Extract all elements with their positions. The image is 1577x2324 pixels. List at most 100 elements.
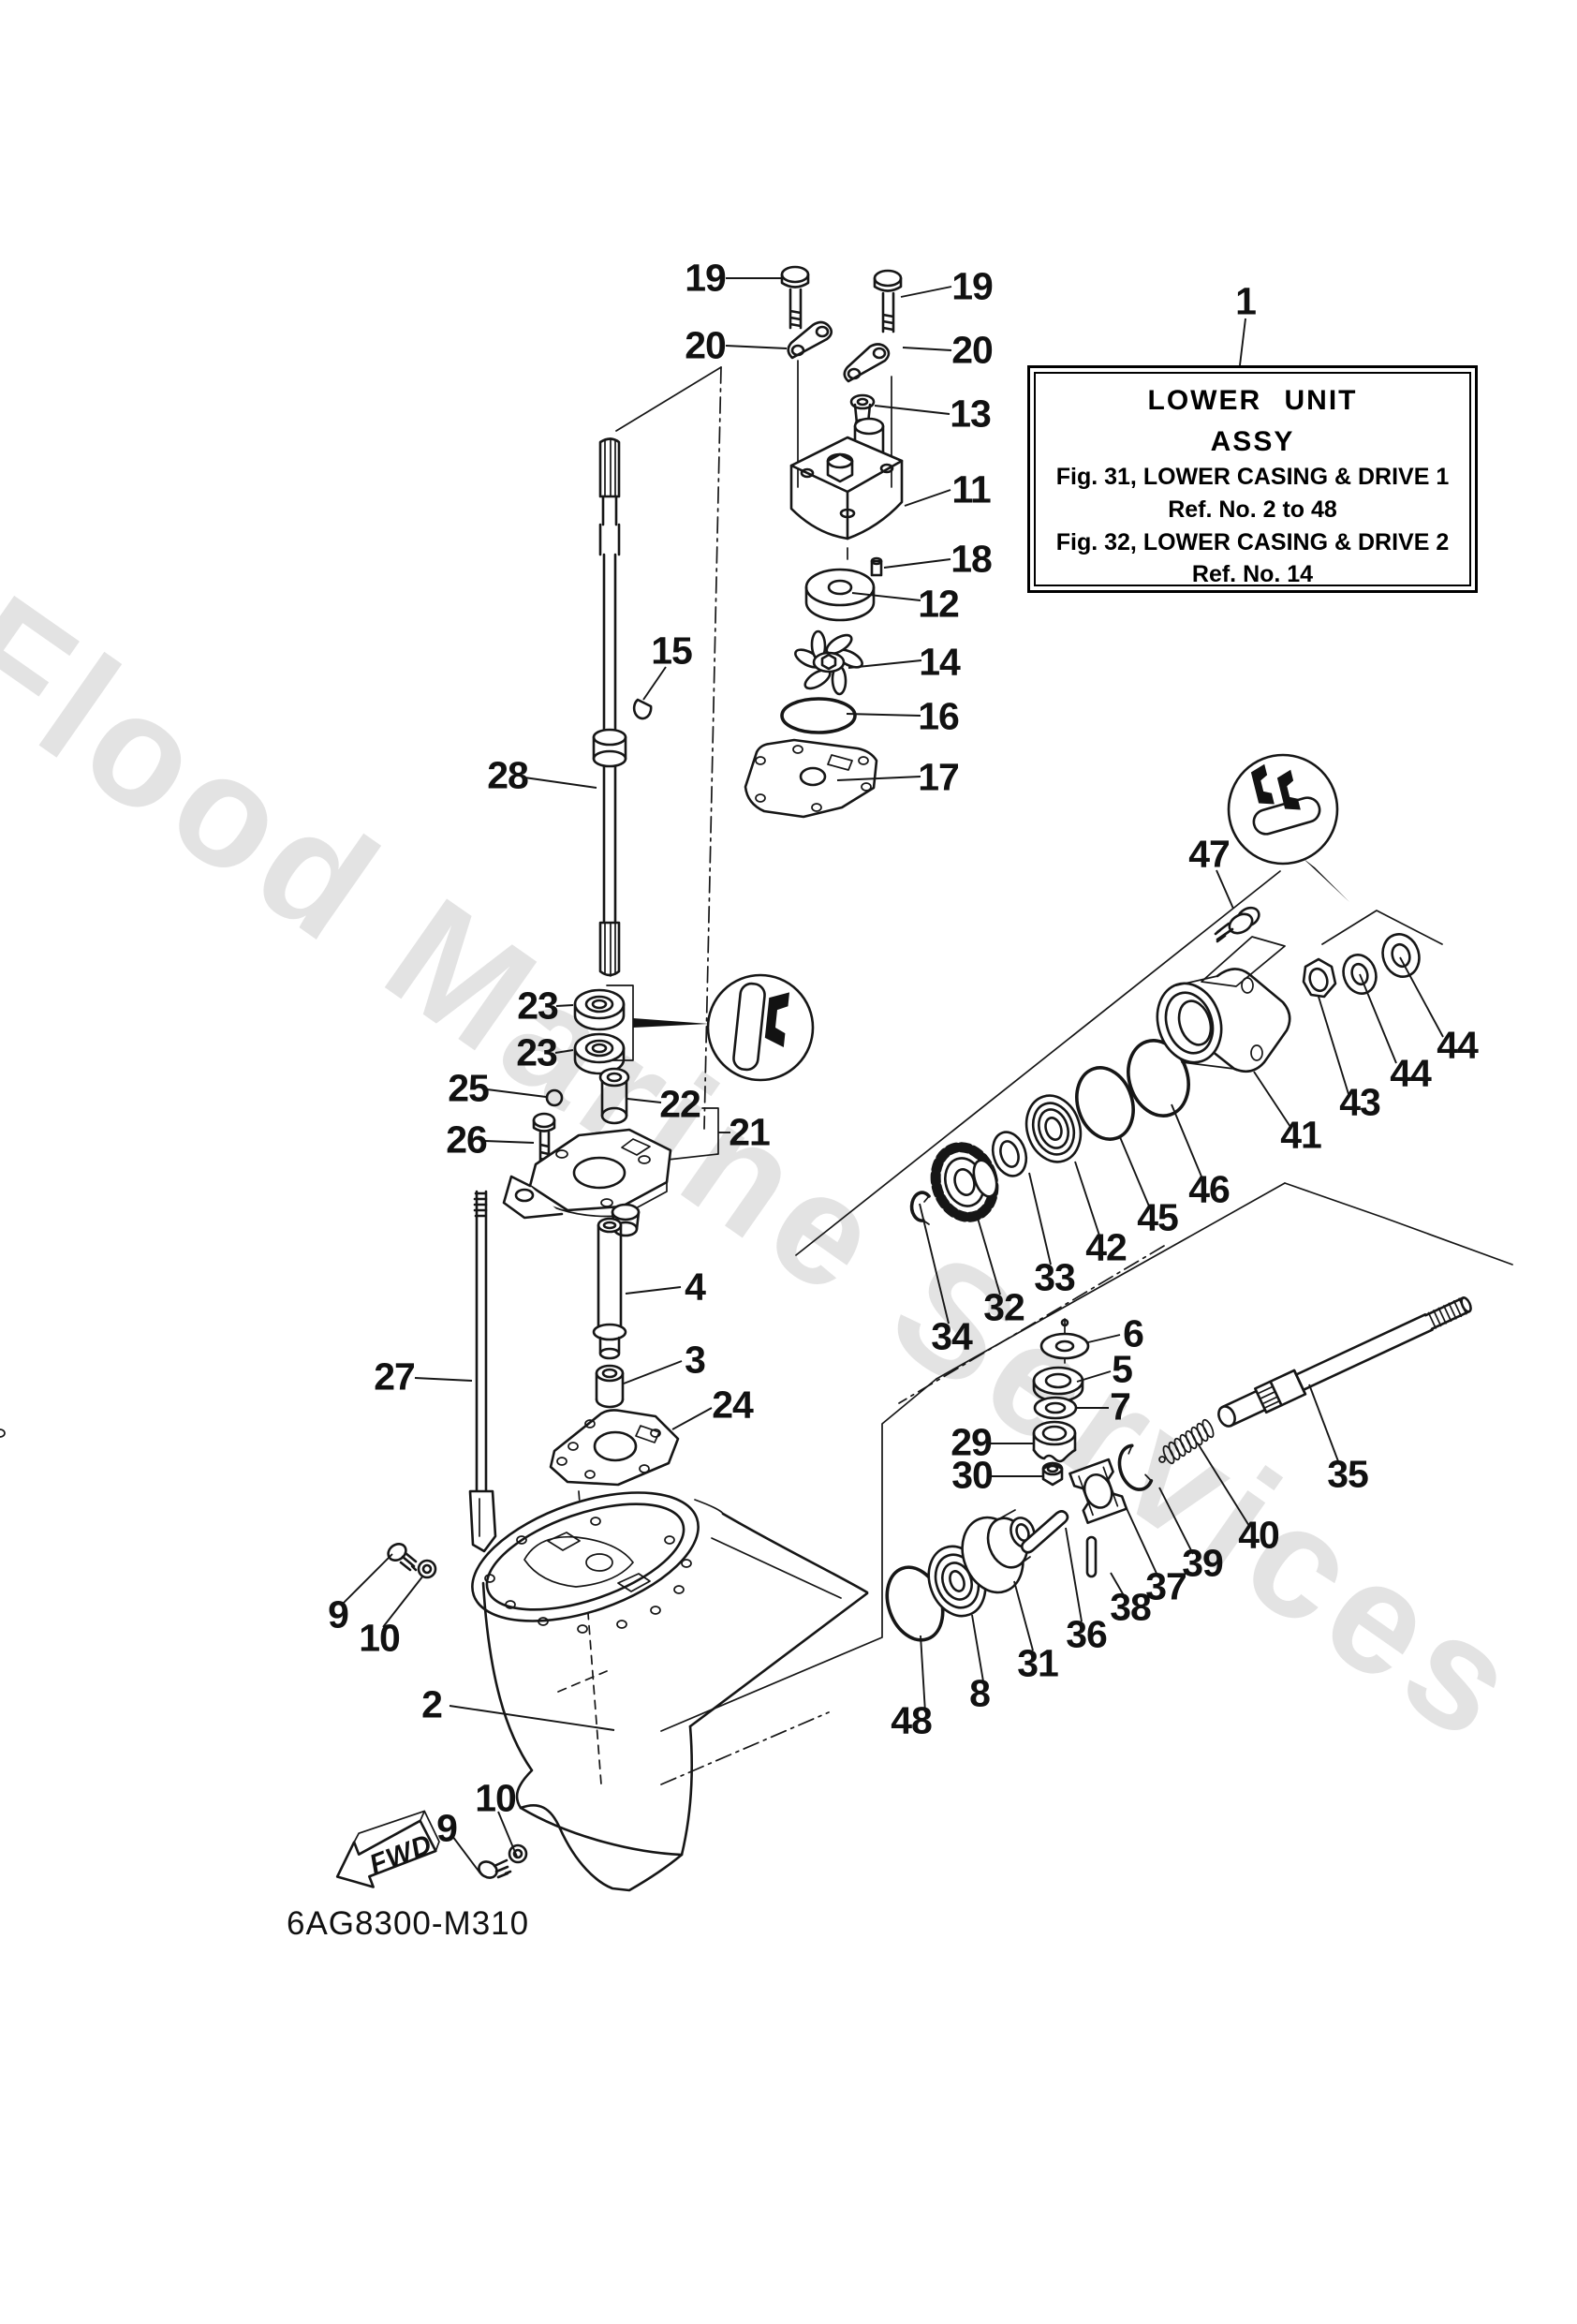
leader-line-22 (626, 1098, 662, 1103)
callout-44: 44 (1437, 1023, 1479, 1067)
leader-line-36 (1065, 1527, 1083, 1622)
pin-38 (1085, 1535, 1098, 1578)
callout-16: 16 (918, 694, 960, 738)
callout-24: 24 (712, 1383, 754, 1427)
leader-line-15 (642, 666, 667, 701)
callout-47: 47 (1188, 832, 1231, 876)
callout-20: 20 (951, 328, 994, 372)
woodruff-key-15 (632, 698, 653, 720)
callout-5: 5 (1112, 1347, 1133, 1391)
callout-7: 7 (1110, 1384, 1131, 1428)
leader-line-39 (1158, 1487, 1194, 1555)
drive-shaft-28 (592, 437, 627, 977)
callout-37: 37 (1145, 1564, 1187, 1608)
leader-line-10 (382, 1575, 424, 1628)
leader-line-48 (920, 1635, 926, 1713)
callout-9: 9 (328, 1592, 349, 1636)
leader-line-9 (343, 1553, 393, 1604)
callout-39: 39 (1182, 1541, 1224, 1585)
callout-40: 40 (1238, 1513, 1280, 1557)
leader-line-4 (625, 1286, 682, 1295)
callout-22: 22 (659, 1082, 701, 1126)
thrust-washer-6 (1039, 1318, 1090, 1364)
lower-casing-2 (471, 1491, 869, 1892)
callout-23: 23 (517, 984, 559, 1028)
leader-line-24 (671, 1407, 713, 1430)
leader-line-23 (554, 1049, 574, 1054)
pinion-gear-32 (930, 1142, 999, 1222)
leader-line-18 (883, 558, 951, 569)
plate-washer-20-right (843, 343, 891, 383)
callout-44: 44 (1390, 1051, 1432, 1095)
leader-line-44 (1399, 956, 1444, 1038)
leader-line-27 (414, 1377, 473, 1382)
pinion-nut-29 (1032, 1420, 1077, 1463)
washer-33 (991, 1131, 1028, 1177)
water-tube-4 (592, 1217, 627, 1360)
leader-line-23 (555, 1004, 574, 1007)
bearing-housing-41 (1156, 968, 1291, 1073)
callout-45: 45 (1137, 1195, 1179, 1239)
callout-15: 15 (651, 629, 693, 673)
leader-line-20 (725, 345, 788, 349)
leader-line-45 (1119, 1136, 1151, 1209)
leader-line-25 (486, 1088, 547, 1098)
circlip-39 (1117, 1443, 1154, 1491)
bolt-26 (532, 1112, 556, 1163)
callout-1: 1 (1235, 279, 1257, 323)
pump-housing-11 (789, 417, 904, 560)
leader-line-37 (1124, 1503, 1159, 1578)
oring-16 (780, 697, 857, 734)
callout-19: 19 (951, 264, 994, 308)
screw-9-top (387, 1542, 418, 1572)
callout-31: 31 (1017, 1641, 1059, 1685)
callout-6: 6 (1123, 1311, 1144, 1355)
callout-2: 2 (421, 1682, 443, 1726)
detail-circle-pin-clip (706, 973, 815, 1082)
callout-35: 35 (1327, 1452, 1369, 1496)
leader-line-41 (1253, 1071, 1291, 1128)
callout-17: 17 (918, 755, 960, 799)
callout-14: 14 (919, 640, 961, 684)
washer-10-top (417, 1559, 437, 1579)
nut-30 (1041, 1461, 1064, 1487)
leader-line-42 (1074, 1161, 1101, 1239)
info-box-line-4: Ref. No. 14 (1191, 561, 1314, 588)
bolt-19-left (780, 265, 810, 330)
callout-25: 25 (448, 1066, 490, 1110)
callout-33: 33 (1034, 1255, 1076, 1299)
info-box: LOWER UNIT ASSY Fig. 31, LOWER CASING & … (1027, 365, 1478, 593)
callout-43: 43 (1339, 1080, 1381, 1124)
leader-line-9 (451, 1835, 481, 1874)
leader-line-13 (874, 405, 951, 415)
leader-line-40 (1197, 1443, 1250, 1527)
spring-40 (1158, 1418, 1215, 1465)
leader-line-3 (623, 1360, 683, 1384)
bushing-13 (849, 393, 876, 429)
leader-line-17 (836, 776, 921, 781)
callout-18: 18 (951, 537, 993, 581)
prop-shaft-35 (1217, 1296, 1472, 1428)
bolt-47 (1214, 906, 1260, 943)
callout-27: 27 (374, 1354, 416, 1399)
impeller-14 (794, 629, 863, 696)
leader-line-14 (847, 659, 922, 669)
callout-21: 21 (729, 1110, 771, 1154)
callout-29: 29 (951, 1420, 993, 1464)
callout-38: 38 (1110, 1585, 1152, 1629)
leader-line-16 (846, 713, 921, 717)
callout-30: 30 (951, 1453, 994, 1497)
leader-line-34 (919, 1203, 950, 1325)
callout-46: 46 (1188, 1167, 1231, 1211)
leader-line-2 (449, 1705, 615, 1731)
washer-7 (1033, 1396, 1078, 1420)
leader-line-46 (1171, 1103, 1202, 1177)
callout-36: 36 (1066, 1612, 1108, 1656)
oring-45 (1075, 1066, 1135, 1141)
gasket-17 (744, 738, 878, 819)
pump-base-21 (502, 1128, 672, 1237)
bearing-42 (1024, 1094, 1083, 1163)
detail-circle-cross-pin (1227, 753, 1339, 866)
info-box-inner: LOWER UNIT ASSY Fig. 31, LOWER CASING & … (1034, 372, 1471, 588)
